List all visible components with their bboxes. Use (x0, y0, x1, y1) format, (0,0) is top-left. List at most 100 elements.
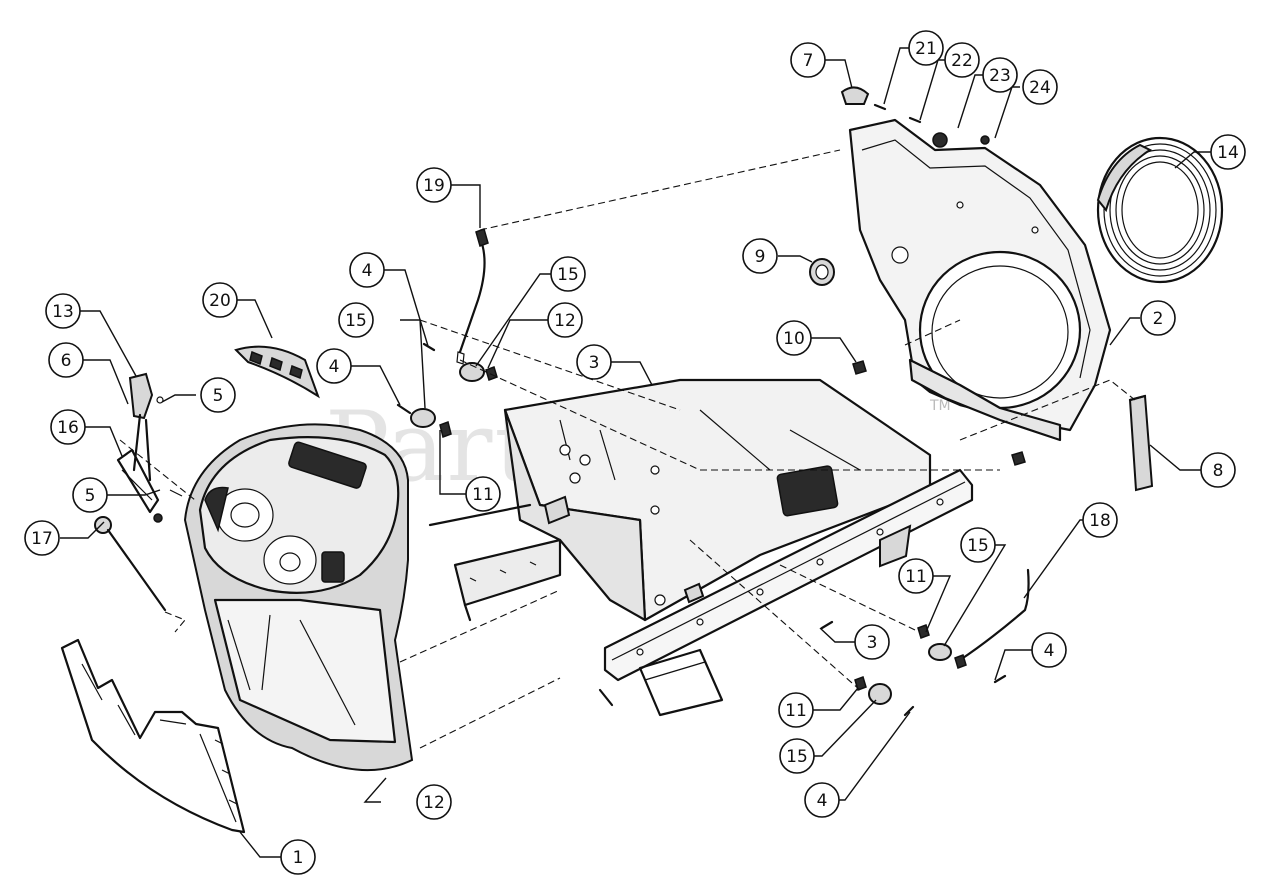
callout-18: 18 (1082, 502, 1118, 538)
callout-label: 13 (52, 302, 74, 322)
part-14-drum (1096, 136, 1224, 284)
callout-bubble (1200, 452, 1236, 488)
callout-bubble (202, 282, 238, 318)
callout-label: 23 (989, 66, 1011, 86)
callout-label: 3 (589, 353, 600, 373)
callout-23: 23 (982, 57, 1018, 93)
callout-bubble (72, 477, 108, 513)
callout-bubble (1210, 134, 1246, 170)
callout-label: 9 (755, 247, 766, 267)
callout-bubble (1140, 300, 1176, 336)
callout-label: 24 (1029, 78, 1051, 98)
callout-4: 4 (1031, 632, 1067, 668)
callout-14: 14 (1210, 134, 1246, 170)
part-2-rear-plate (848, 118, 1112, 442)
callout-21: 21 (908, 30, 944, 66)
callout-label: 4 (362, 261, 373, 281)
callout-bubble (779, 738, 815, 774)
callout-bubble (776, 320, 812, 356)
callout-label: 5 (85, 486, 96, 506)
callout-bubble (742, 238, 778, 274)
callout-bubble (416, 167, 452, 203)
callout-label: 18 (1089, 511, 1111, 531)
part-12-dash-console (183, 423, 414, 772)
callout-5: 5 (200, 377, 236, 413)
hardware-center (396, 342, 498, 438)
callout-15: 15 (960, 527, 996, 563)
callout-16: 16 (50, 409, 86, 445)
callout-label: 15 (967, 536, 989, 556)
lever-assembly (94, 372, 186, 633)
callout-bubble (576, 344, 612, 380)
callout-bubble (48, 342, 84, 378)
part-18-rod-and-hardware (820, 451, 1030, 717)
callout-20: 20 (202, 282, 238, 318)
callout-1: 1 (280, 839, 316, 875)
callout-label: 15 (557, 265, 579, 285)
callout-label: 19 (423, 176, 445, 196)
callout-bubble (790, 42, 826, 78)
callout-label: 6 (61, 351, 72, 371)
callouts: 1233444455678910111111121213141515151516… (24, 30, 1246, 875)
part-1-front-skirt (60, 638, 246, 834)
callout-bubble (50, 409, 86, 445)
callout-bubble (338, 302, 374, 338)
callout-label: 21 (915, 39, 937, 59)
callout-bubble (982, 57, 1018, 93)
callout-24: 24 (1022, 69, 1058, 105)
callout-label: 12 (554, 311, 576, 331)
callout-label: 20 (209, 291, 231, 311)
callout-22: 22 (944, 42, 980, 78)
callout-label: 1 (293, 848, 304, 868)
callout-3: 3 (576, 344, 612, 380)
callout-bubble (45, 293, 81, 329)
callout-7: 7 (790, 42, 826, 78)
callout-15: 15 (338, 302, 374, 338)
callout-bubble (200, 377, 236, 413)
callout-label: 2 (1153, 309, 1164, 329)
callout-4: 4 (349, 252, 385, 288)
callout-bubble (24, 520, 60, 556)
callout-11: 11 (465, 476, 501, 512)
callout-4: 4 (804, 782, 840, 818)
callout-bubble (804, 782, 840, 818)
callout-label: 5 (213, 386, 224, 406)
callout-label: 15 (345, 311, 367, 331)
callout-2: 2 (1140, 300, 1176, 336)
callout-label: 17 (31, 529, 53, 549)
part-16-bracket (116, 448, 160, 514)
part-20-dash-trim (234, 345, 320, 399)
assembly-lines (119, 149, 1136, 749)
callout-label: 16 (57, 418, 79, 438)
callout-12: 12 (416, 784, 452, 820)
callout-5: 5 (72, 477, 108, 513)
part-19-rod (456, 228, 489, 365)
part-13-knob (128, 372, 154, 420)
part-8-post (1128, 394, 1154, 492)
callout-bubble (944, 42, 980, 78)
callout-3: 3 (854, 624, 890, 660)
callout-bubble (550, 256, 586, 292)
callout-4: 4 (316, 348, 352, 384)
callout-label: 12 (423, 793, 445, 813)
callout-label: 15 (786, 747, 808, 767)
callout-label: 11 (785, 701, 807, 721)
callout-15: 15 (550, 256, 586, 292)
callout-bubble (908, 30, 944, 66)
hardware-top (809, 86, 990, 375)
callout-label: 11 (472, 485, 494, 505)
callout-label: 4 (817, 791, 828, 811)
callout-17: 17 (24, 520, 60, 556)
callout-19: 19 (416, 167, 452, 203)
callout-bubble (960, 527, 996, 563)
callout-11: 11 (898, 558, 934, 594)
callout-label: 7 (803, 51, 814, 71)
callout-bubble (316, 348, 352, 384)
callout-bubble (854, 624, 890, 660)
callout-label: 11 (905, 567, 927, 587)
callout-label: 3 (867, 633, 878, 653)
callout-8: 8 (1200, 452, 1236, 488)
callout-label: 4 (1044, 641, 1055, 661)
callout-bubble (1022, 69, 1058, 105)
